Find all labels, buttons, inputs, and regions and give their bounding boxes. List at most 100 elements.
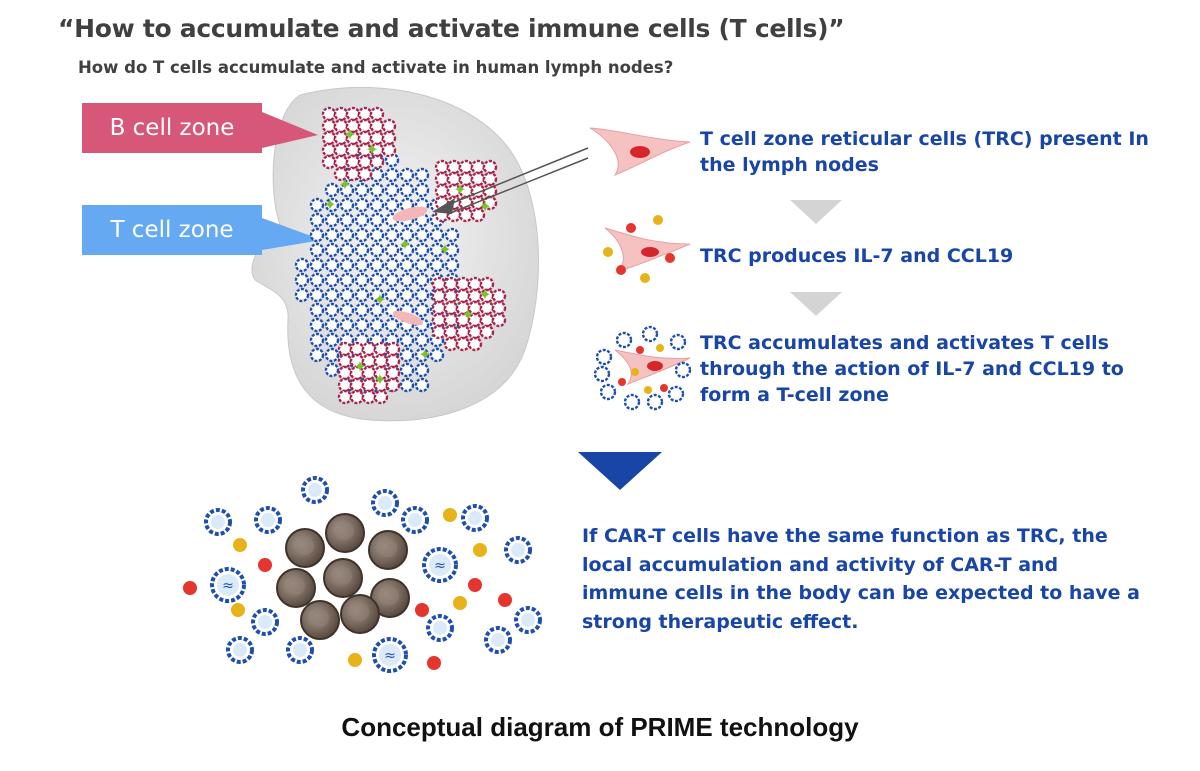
b-cell-clusters: [321, 106, 507, 405]
t-cell: [354, 242, 370, 258]
t-cell: [414, 302, 430, 318]
b-cell: [470, 159, 486, 175]
t-cell: [369, 212, 385, 228]
b-cell: [357, 106, 373, 122]
t-cell: [324, 227, 340, 243]
b-cell: [345, 154, 361, 170]
b-cell: [431, 276, 447, 292]
t-cell: [384, 167, 400, 183]
t-cell: [384, 317, 400, 333]
t-cell: [294, 257, 310, 273]
b-cell: [333, 106, 349, 122]
page-title: “How to accumulate and activate immune c…: [58, 14, 845, 43]
b-cell: [357, 166, 373, 182]
t-cell: [384, 242, 400, 258]
trc-nucleus: [641, 247, 659, 257]
ccl19-dot: [640, 273, 650, 283]
t-cell: [324, 302, 340, 318]
t-cell: [429, 227, 445, 243]
b-cell: [455, 336, 471, 352]
b-cell: [361, 341, 377, 357]
ccl19-dot: [233, 538, 247, 552]
b-cell: [345, 142, 361, 158]
svg-text:≈: ≈: [222, 578, 234, 594]
t-cell: [414, 227, 430, 243]
t-cell-zone-icon: [593, 325, 692, 411]
t-cell: [354, 272, 370, 288]
b-cell: [385, 341, 401, 357]
t-cell: [369, 227, 385, 243]
trc-star: ✦: [438, 240, 451, 259]
b-cell: [373, 389, 389, 405]
trc-pointer-head: [432, 198, 455, 214]
b-cell: [434, 183, 450, 199]
t-cell: [429, 242, 445, 258]
t-cell: [369, 242, 385, 258]
trc-star: ✦: [365, 140, 378, 159]
t-cell: [369, 287, 385, 303]
b-cell: [431, 300, 447, 316]
b-cell: [337, 365, 353, 381]
b-cell: [321, 154, 337, 170]
trc-pointer-line: [439, 147, 589, 209]
t-cell: [309, 332, 325, 348]
trc-star: ✦: [398, 235, 411, 254]
t-cell: [399, 287, 415, 303]
b-cell: [321, 130, 337, 146]
b-cell: [385, 353, 401, 369]
t-cell: [369, 257, 385, 273]
trc-star: ✦: [323, 195, 336, 214]
t-cell: [399, 272, 415, 288]
t-cell: [399, 227, 415, 243]
t-cell: [294, 272, 310, 288]
b-cell: [479, 312, 495, 328]
t-cell: [324, 317, 340, 333]
b-cell: [431, 288, 447, 304]
ccl19-dot: [653, 215, 663, 225]
b-cell: [337, 389, 353, 405]
t-cell: [369, 167, 385, 183]
trc-star: ✦: [478, 197, 491, 216]
il7-dot: [415, 603, 429, 617]
b-cell: [333, 142, 349, 158]
trc-nucleus: [630, 146, 650, 158]
t-cell: [324, 197, 340, 213]
il7-dot: [665, 253, 675, 263]
t-cell: [324, 332, 340, 348]
t-cell: [593, 365, 611, 383]
t-cell: [324, 272, 340, 288]
t-zone-pointer: [262, 218, 322, 250]
b-cell: [491, 300, 507, 316]
t-cell: [354, 227, 370, 243]
t-cell: [354, 317, 370, 333]
t-cell: [599, 383, 617, 401]
t-cell: [429, 257, 445, 273]
b-cell: [443, 336, 459, 352]
b-cell: [373, 341, 389, 357]
b-cell: [321, 142, 337, 158]
t-cell: [309, 197, 325, 213]
il7-dot: [626, 223, 636, 233]
t-cell: [384, 182, 400, 198]
il7-dot: [636, 346, 644, 354]
b-cell: [443, 300, 459, 316]
b-cell: [443, 324, 459, 340]
t-cell: [399, 242, 415, 258]
step-2-text: TRC produces IL-7 and CCL19: [700, 245, 1014, 267]
trc-star: ✦: [418, 345, 431, 364]
b-cell: [381, 118, 397, 134]
t-cell: [399, 332, 415, 348]
t-cell: [444, 227, 460, 243]
result-arrow: [578, 452, 662, 490]
b-cell: [470, 171, 486, 187]
ccl19-dot: [453, 596, 467, 610]
t-cell: [309, 242, 325, 258]
t-cell: [309, 257, 325, 273]
b-cell: [349, 377, 365, 393]
trc-star: ✦: [353, 357, 366, 376]
b-cell: [467, 324, 483, 340]
step-arrow-2: [790, 292, 842, 316]
t-cell: [414, 257, 430, 273]
t-cell: [399, 347, 415, 363]
ccl19-dot: [644, 386, 652, 394]
